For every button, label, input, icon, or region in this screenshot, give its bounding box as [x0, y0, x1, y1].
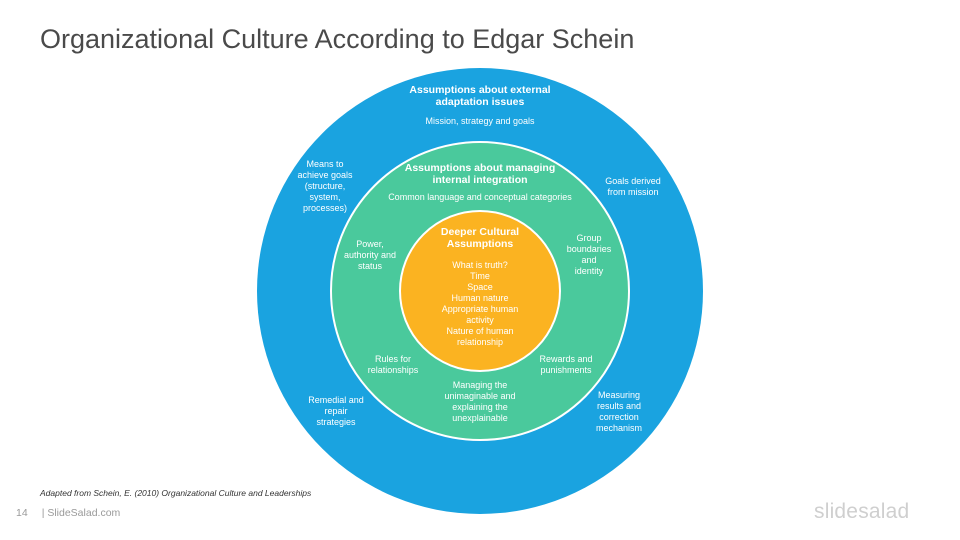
- middle-ring-heading: Assumptions about managing internal inte…: [404, 162, 556, 186]
- brand-logo: slidesalad: [814, 500, 910, 523]
- site-label: | SlideSalad.com: [41, 507, 121, 519]
- outer-ring-item-goals-derived: Goals derived from mission: [605, 176, 661, 197]
- outer-ring-item-remedial-strategies: Remedial and repair strategies: [308, 395, 364, 427]
- outer-ring-subheading: Mission, strategy and goals: [425, 116, 535, 126]
- middle-ring-subheading: Common language and conceptual categorie…: [388, 192, 572, 202]
- outer-ring-heading: Assumptions about external adaptation is…: [409, 84, 551, 108]
- footer: 14 | SlideSalad.com: [16, 507, 124, 519]
- page-title: Organizational Culture According to Edga…: [40, 24, 635, 54]
- middle-ring-item-rules-for-relationships: Rules for relationships: [367, 354, 419, 375]
- middle-ring-item-rewards-punishments: Rewards and punishments: [539, 354, 593, 375]
- core-heading: Deeper Cultural Assumptions: [440, 226, 520, 250]
- outer-ring-item-measuring-results: Measuring results and correction mechani…: [595, 390, 642, 433]
- page-number: 14: [16, 507, 28, 519]
- middle-ring-item-managing-unimaginable: Managing the unimaginable and explaining…: [444, 380, 516, 423]
- middle-ring-item-power-authority: Power, authority and status: [343, 239, 397, 271]
- middle-ring-item-group-boundaries: Group boundaries and identity: [566, 233, 612, 276]
- inner-circle-deeper-assumptions: [399, 210, 561, 372]
- source-caption: Adapted from Schein, E. (2010) Organizat…: [40, 488, 312, 498]
- core-items: What is truth? Time Space Human nature A…: [441, 260, 519, 347]
- outer-ring-item-means-to-achieve-goals: Means to achieve goals (structure, syste…: [297, 159, 353, 213]
